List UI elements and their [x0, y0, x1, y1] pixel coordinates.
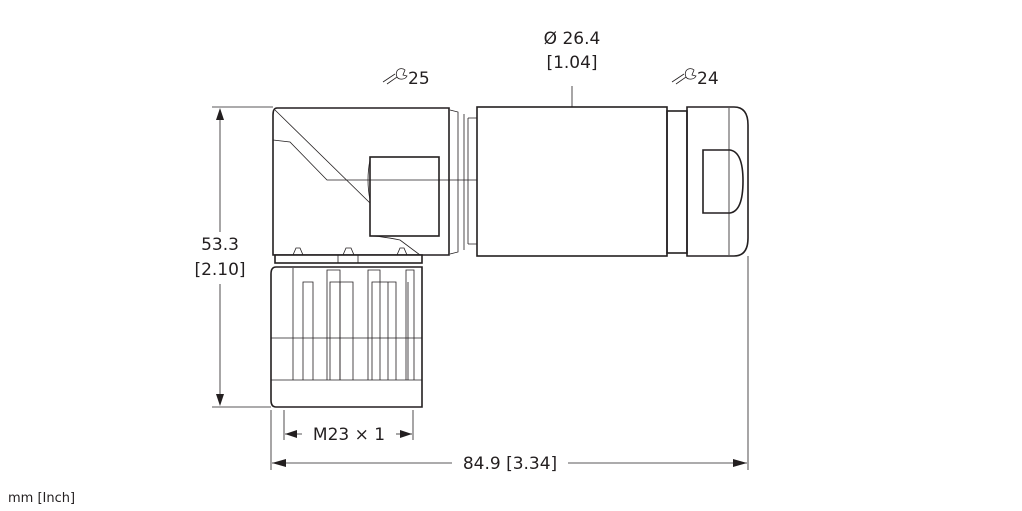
wrench-icon	[382, 68, 408, 85]
elbow-housing	[272, 107, 477, 264]
diameter-mm-label: Ø 26.4	[544, 29, 601, 49]
wrench-size-right: 24	[697, 69, 719, 89]
height-mm-label: 53.3	[201, 235, 239, 255]
coupling-nut	[270, 266, 423, 408]
cable-gland	[476, 106, 749, 257]
dimension-lines	[212, 86, 749, 470]
thread-label: M23 × 1	[313, 425, 385, 445]
units-note: mm [Inch]	[8, 491, 75, 506]
wrench-size-left: 25	[408, 69, 430, 89]
length-label: 84.9 [3.34]	[463, 454, 557, 474]
wrench-icon	[671, 68, 697, 85]
height-inch-label: [2.10]	[194, 260, 245, 280]
diameter-inch-label: [1.04]	[546, 53, 597, 73]
